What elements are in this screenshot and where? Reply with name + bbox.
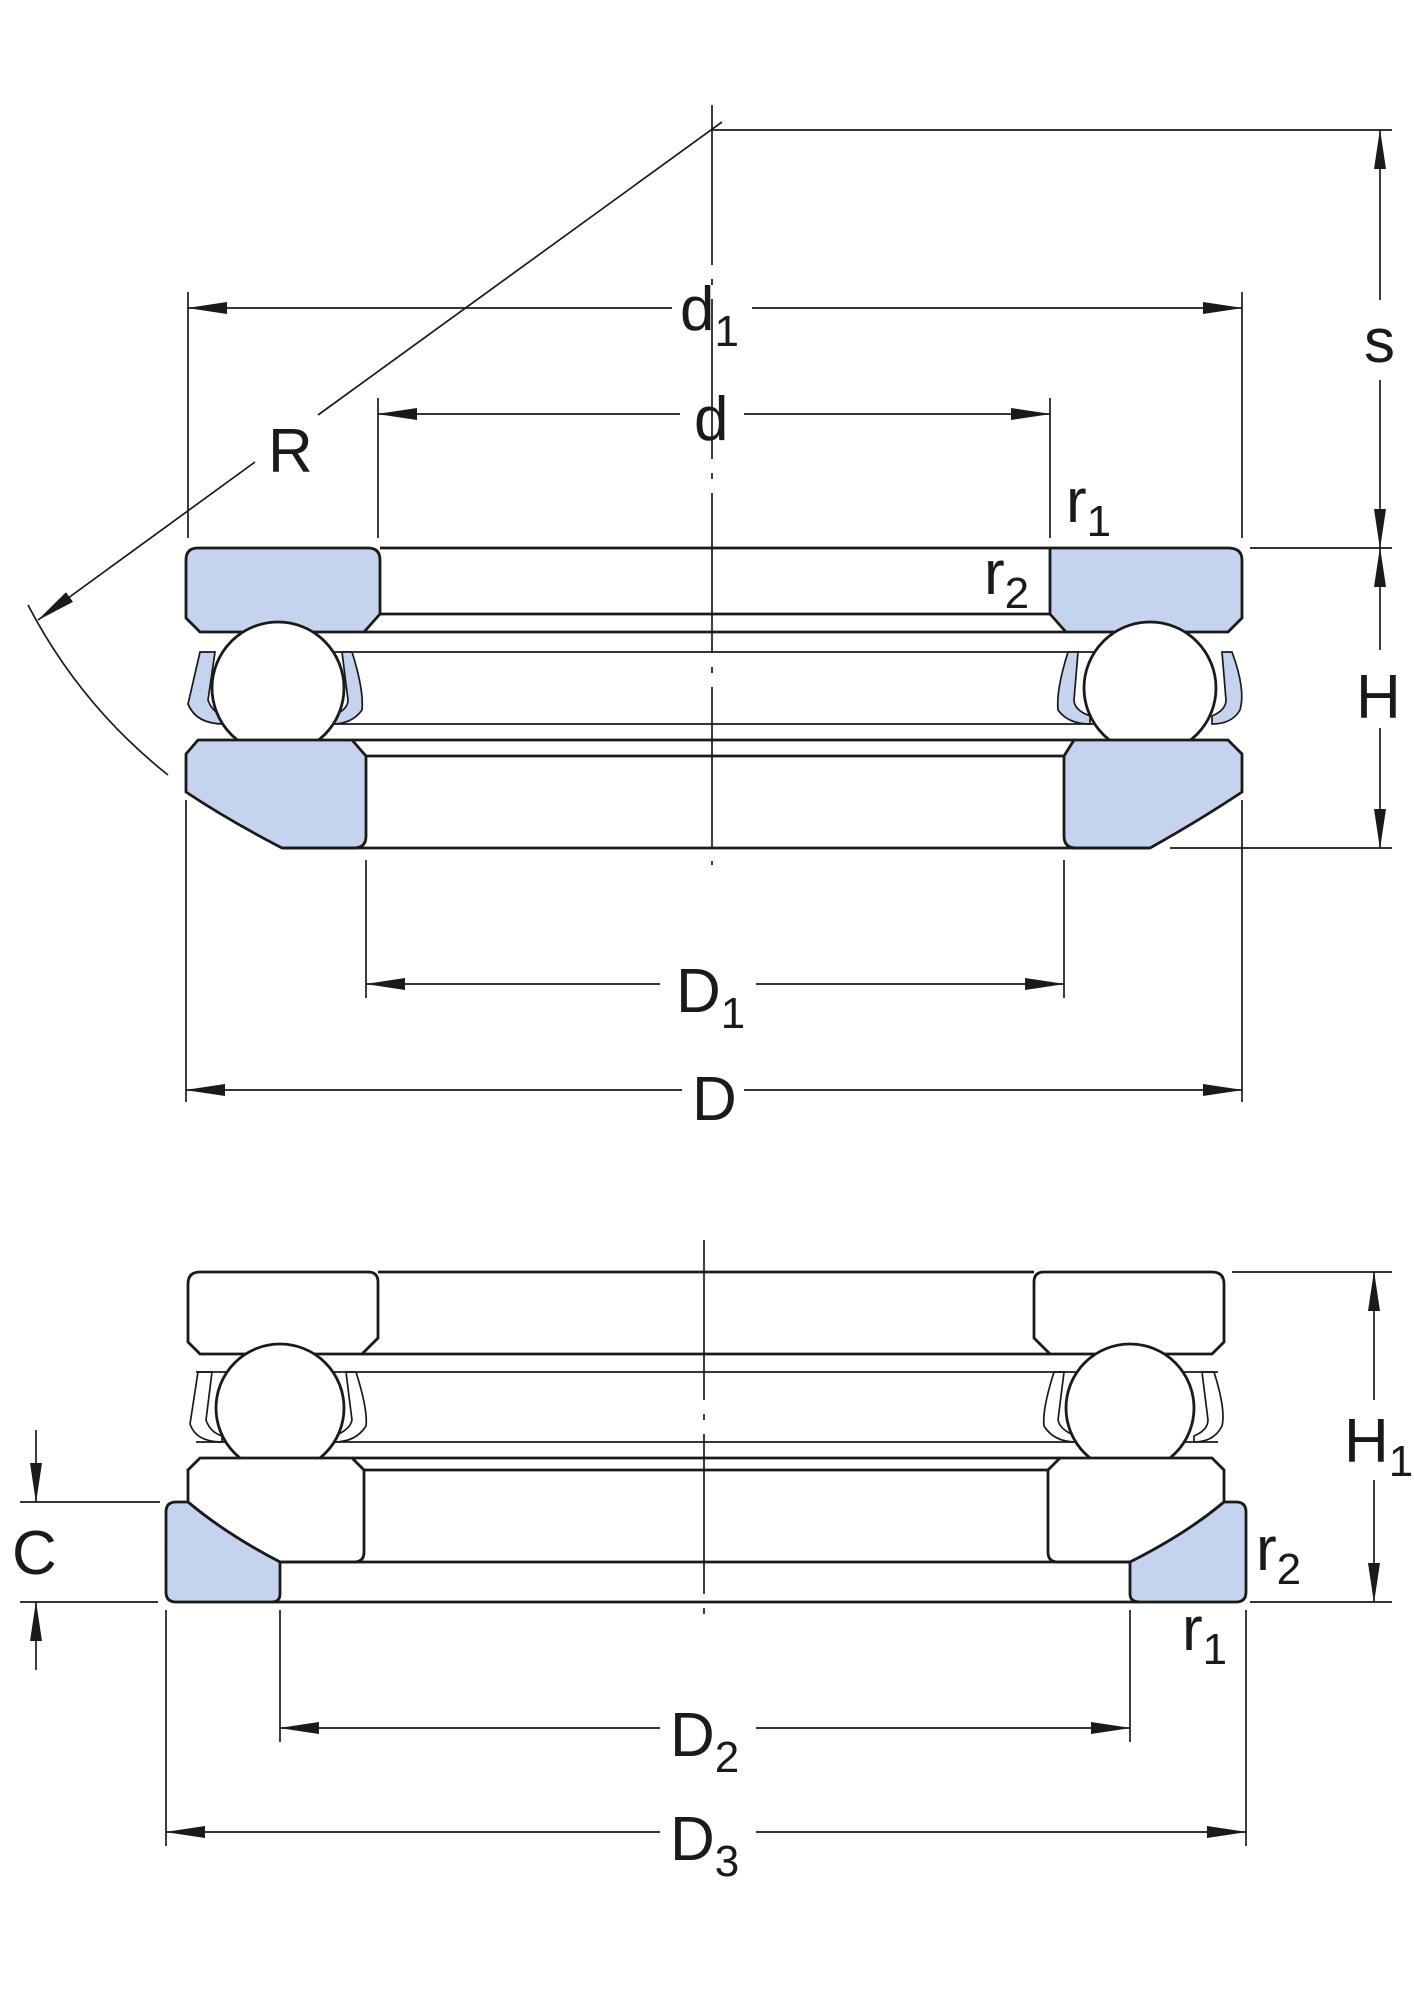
label-D3: D3	[670, 1805, 739, 1886]
label-D1: D1	[676, 957, 745, 1038]
bv-cage-pocket-left-inner	[333, 1371, 368, 1443]
bv-cage-pocket-right-inner	[1042, 1371, 1077, 1443]
bottom-view: H1 C r2 r1 D2 D3	[12, 1240, 1413, 1886]
cage-pocket-left-inner	[331, 651, 364, 725]
ball-left	[210, 620, 346, 756]
radius-leader-upper	[317, 121, 723, 416]
label-H1: H1	[1344, 1407, 1413, 1486]
housing-washer-right	[1062, 738, 1244, 850]
shaft-washer-bottom-view-right	[1032, 1270, 1226, 1356]
shaft-washer-left	[184, 546, 382, 634]
radius-leader-lower	[37, 461, 256, 621]
label-r1-top: r1	[1066, 467, 1111, 546]
housing-washer-left	[184, 738, 368, 850]
label-C: C	[12, 1519, 57, 1588]
bv-ball-left	[214, 1342, 346, 1474]
label-r2-top: r2	[984, 539, 1029, 618]
bv-ball-right	[1064, 1342, 1196, 1474]
spherical-radius-arc	[27, 604, 169, 776]
label-s: s	[1364, 307, 1395, 376]
label-D: D	[692, 1065, 737, 1134]
label-r2-bottom: r2	[1256, 1515, 1301, 1594]
shaft-washer-right	[1048, 546, 1244, 634]
label-R: R	[268, 417, 313, 486]
bv-cage-pocket-right	[1193, 1371, 1224, 1443]
top-view: R d1 d r1 r2 s H D1 D	[27, 105, 1401, 1134]
ball-right	[1082, 620, 1218, 756]
cage-pocket-right-inner	[1056, 651, 1091, 725]
label-D2: D2	[670, 1701, 739, 1782]
shaft-washer-bottom-view-left	[186, 1270, 380, 1356]
label-d: d	[694, 385, 728, 454]
label-r1-bottom: r1	[1182, 1595, 1227, 1674]
label-d1: d1	[680, 275, 739, 356]
cage-pocket-right	[1211, 651, 1243, 725]
label-H: H	[1356, 663, 1401, 732]
